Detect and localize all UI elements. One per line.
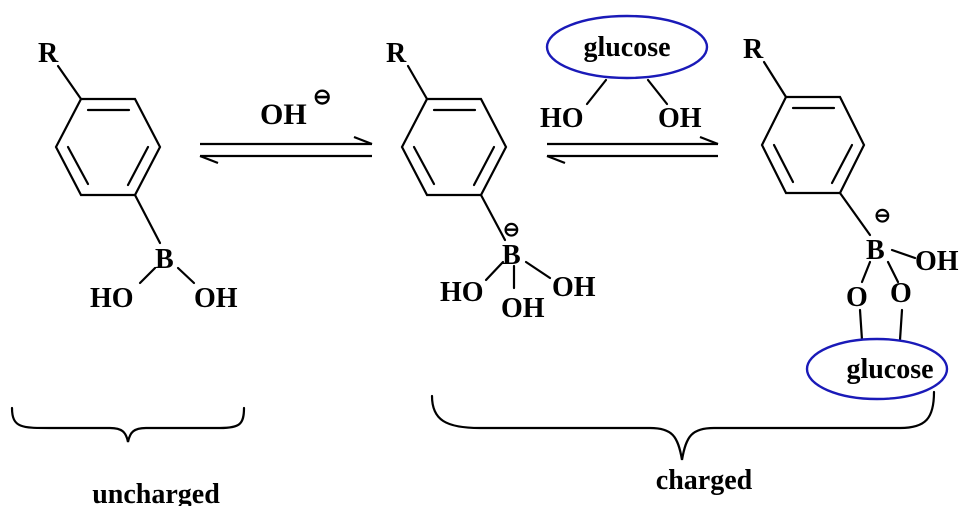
boron-o-left-bond (860, 260, 872, 284)
o-left-glucose-bond (858, 308, 864, 342)
ring-double-bond (66, 145, 90, 186)
r-bond (56, 64, 83, 101)
molecule-boronate: R ⊖ B HO OH OH (386, 38, 596, 324)
r-bond (406, 64, 429, 101)
boron-ho-bond (484, 260, 505, 282)
glucose-ellipse (805, 337, 949, 401)
forward-arrow-head (699, 135, 719, 146)
diol-bond-left (585, 78, 608, 106)
uncharged-label: uncharged (92, 479, 220, 506)
diol-ho-label: HO (540, 103, 584, 134)
ho-label: HO (90, 283, 134, 314)
benzene-ring (400, 97, 508, 197)
boron-ho-bond (138, 266, 157, 285)
boron-oh-bond (524, 260, 552, 280)
glucose-ellipse (545, 14, 709, 80)
ring-double-bond (772, 143, 795, 184)
boron-label: B (866, 235, 885, 266)
diol-bond-right (646, 78, 669, 106)
ring-boron-bond (133, 193, 162, 245)
hydroxide-label: OH (260, 98, 307, 131)
o-right-label: O (890, 278, 912, 309)
oh-bottom-label: OH (501, 293, 545, 324)
r-label: R (743, 34, 764, 65)
r-label: R (38, 38, 59, 69)
boron-charge: ⊖ (874, 205, 891, 227)
molecule-glucose-boronate: R ⊖ B OH O O glucose (743, 34, 959, 401)
ho-label: HO (440, 277, 484, 308)
ring-double-bond (412, 145, 436, 186)
reverse-arrow-head (546, 154, 566, 165)
o-left-label: O (846, 282, 868, 313)
diol-oh-label: OH (658, 103, 702, 134)
molecule-boronic-acid: R B HO OH (38, 38, 238, 314)
ring-double-bond (126, 145, 150, 187)
boron-label: B (155, 244, 174, 275)
boron-label: B (502, 240, 521, 271)
boron-oh-bond (890, 248, 917, 260)
glucose-label: glucose (583, 32, 670, 63)
equilibrium-arrow-1: OH ⊖ (199, 84, 373, 165)
ring-boron-bond (479, 193, 507, 242)
oh-right-label: OH (552, 272, 596, 303)
charged-brace (430, 390, 936, 461)
boron-charge: ⊖ (503, 219, 520, 241)
ring-double-bond (472, 145, 496, 187)
glucose-label: glucose (846, 354, 933, 385)
ring-double-bond (830, 143, 854, 185)
uncharged-brace (10, 406, 246, 443)
reverse-arrow-head (199, 154, 219, 165)
oh-label: OH (915, 246, 959, 277)
forward-arrow-head (353, 135, 373, 146)
ring-boron-bond (838, 191, 872, 237)
boron-oh-bond (176, 266, 196, 285)
benzene-ring (760, 95, 866, 195)
hydroxide-charge: ⊖ (313, 84, 331, 109)
benzene-ring (54, 97, 162, 197)
boron-o-right-bond (886, 260, 900, 284)
oh-label: OH (194, 283, 238, 314)
o-right-glucose-bond (898, 308, 904, 342)
charged-label: charged (656, 465, 753, 496)
r-bond (762, 60, 788, 99)
r-label: R (386, 38, 407, 69)
equilibrium-arrow-2: glucose HO OH (540, 14, 719, 165)
